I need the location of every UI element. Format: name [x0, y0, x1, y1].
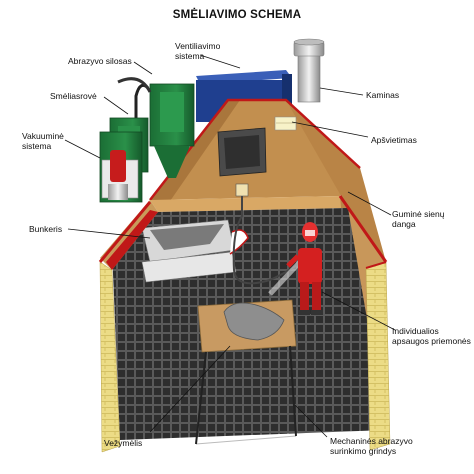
label-vacuum-line1: Vakuuminė: [22, 131, 64, 141]
label-chimney: Kaminas: [366, 90, 400, 100]
label-ventilation-system: Ventiliavimo sistema: [175, 41, 220, 61]
label-cart: Vežymėlis: [104, 438, 143, 448]
left-wall: [98, 200, 158, 453]
label-floor-recovery: Mechaninės abrazyvo surinkimo grindys: [330, 436, 413, 456]
label-rubber-wall-lining: Guminė sienų danga: [392, 209, 444, 229]
label-rubber-line2: danga: [392, 219, 416, 229]
label-abrasive-silo: Abrazyvo silosas: [68, 56, 132, 66]
vacuum-system: [99, 131, 143, 203]
label-floor-line2: surinkimo grindys: [330, 446, 397, 456]
label-ppe-line1: Individualios: [392, 326, 439, 336]
leader-lines: [64, 54, 396, 438]
label-sandblaster: Smėliasrovė: [50, 91, 97, 101]
label-ppe-line2: apsaugos priemonės: [392, 336, 471, 346]
label-rubber-line1: Guminė sienų: [392, 209, 445, 219]
hopper: [141, 219, 249, 283]
label-vacuum-line2: sistema: [22, 141, 52, 151]
abrasive-silo: [134, 83, 195, 180]
label-ventilation-line2: sistema: [175, 51, 205, 61]
label-vacuum-system: Vakuuminė sistema: [22, 131, 64, 151]
worker: [268, 222, 323, 315]
diagram-title: SMĖLIAVIMO SCHEMA: [172, 9, 302, 21]
label-ventilation-line1: Ventiliavimo: [175, 41, 221, 51]
label-hopper: Bunkeris: [29, 224, 63, 234]
cart: [195, 299, 297, 445]
label-floor-line1: Mechaninės abrazyvo: [330, 436, 413, 446]
hose-connector: [235, 183, 249, 197]
label-lighting: Apšvietimas: [371, 135, 417, 145]
chimney: [293, 38, 325, 103]
blast-hose: [232, 196, 301, 285]
label-ppe: Individualios apsaugos priemonės: [392, 326, 471, 346]
right-wall: [338, 195, 391, 451]
